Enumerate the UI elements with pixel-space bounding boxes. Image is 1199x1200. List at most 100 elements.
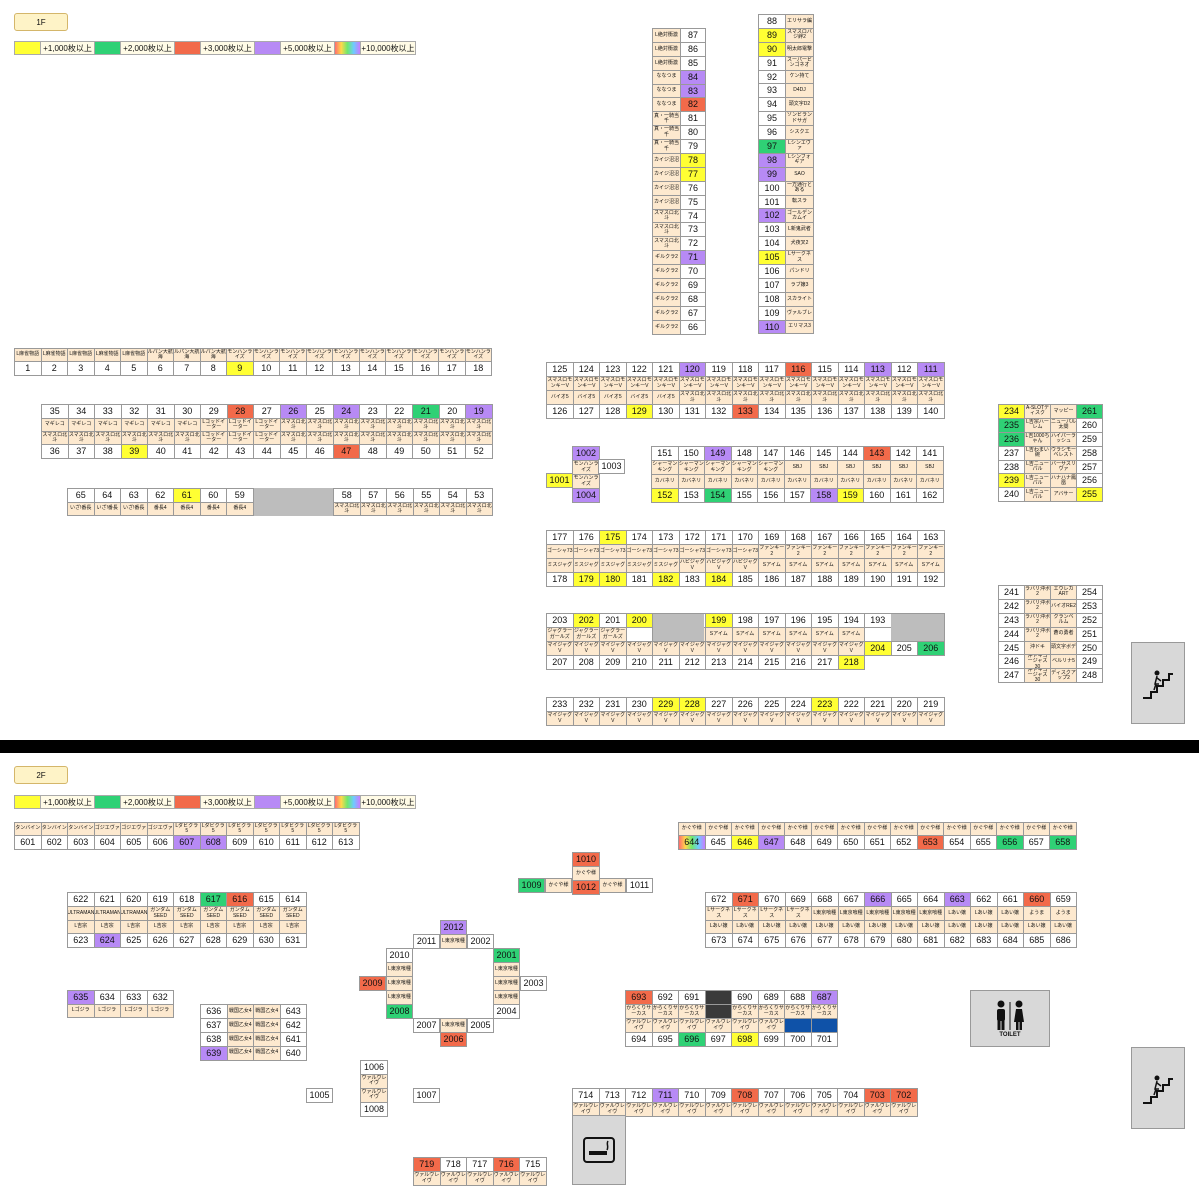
legend-label-3000: +3,000枚以上 [201, 796, 255, 808]
machine-cell: 91 [759, 56, 786, 71]
machine-cell: 67 [681, 306, 706, 321]
machine-cell: 244 [999, 627, 1025, 642]
machine-cell: 77 [681, 167, 706, 182]
machine-cell: かぐや様 [679, 823, 706, 836]
machine-cell: L麻雀物語 [94, 349, 121, 362]
machine-cell: 656 [997, 836, 1024, 850]
machine-cell: 82 [681, 98, 706, 113]
machine-cell: 28 [227, 405, 254, 419]
machine-cell: マイジャグV [706, 642, 733, 656]
machine-cell: SBJ [864, 461, 891, 475]
machine-cell [785, 1019, 812, 1033]
machine-cell: スマスロモンキーV [732, 377, 759, 391]
machine-cell: 133 [732, 405, 759, 419]
machine-cell: L吉宗 [68, 921, 95, 934]
machine-cell: Lダビクラ5 [174, 823, 201, 836]
machine-cell: スマスロモンキーV [812, 377, 839, 391]
machine-cell [626, 628, 653, 642]
machine-cell: 246 [999, 655, 1025, 670]
machine-cell: 167 [812, 531, 839, 545]
machine-cell: L麻雀物語 [41, 349, 68, 362]
machine-cell: ヴァルヴレイヴ [811, 1103, 838, 1117]
machine-cell: SBJ [784, 461, 811, 475]
machine-cell: 690 [732, 991, 759, 1005]
machine-cell: 612 [306, 836, 333, 850]
machine-cell: L吉宗 [174, 921, 201, 934]
machine-cell: ミスジャグ [547, 559, 574, 573]
machine-cell: 634 [94, 991, 121, 1005]
machine-cell: 174 [626, 531, 653, 545]
machine-cell: スマスロ北斗 [413, 432, 440, 445]
machine-cell: マイジャグV [547, 642, 574, 656]
machine-cell: シャーマンキング [758, 461, 785, 475]
machine-cell: モンハンライズ [573, 475, 600, 489]
machine-cell: からくりサーカス [679, 1005, 706, 1019]
machine-cell: 620 [121, 893, 148, 907]
machine-cell: 661 [997, 893, 1024, 907]
machine-cell: 205 [891, 642, 918, 656]
machine-cell: 635 [68, 991, 95, 1005]
machine-cell: スマスロ北斗 [386, 419, 413, 432]
machine-cell: 75 [681, 195, 706, 210]
machine-cell: スマスロ北斗 [440, 503, 467, 516]
machine-cell: バイオ5 [626, 391, 653, 405]
machine-cell: L吉宗 [253, 921, 280, 934]
machine-cell: 673 [706, 934, 733, 948]
machine-cell: スマスロ北斗 [759, 391, 786, 405]
machine-cell: 64 [94, 489, 121, 503]
machine-cell: 43 [227, 445, 254, 459]
machine-cell: マイジャグV [785, 712, 812, 726]
smoking-area [572, 1115, 626, 1185]
machine-cell: 58 [334, 489, 361, 503]
machine-cell: マイジャグV [812, 642, 839, 656]
machine-cell: 646 [732, 836, 759, 850]
machine-cell: バイオ5 [547, 391, 574, 405]
machine-cell: 708 [732, 1089, 759, 1103]
machine-cell: 250 [1077, 641, 1103, 656]
machine-cell: L麻雀物語 [15, 349, 42, 362]
machine-cell: ヴァルヴレイヴ [679, 1019, 706, 1033]
machine-cell: かぐや様 [732, 823, 759, 836]
machine-cell: 137 [838, 405, 865, 419]
machine-cell: 220 [891, 698, 918, 712]
machine-cell: 703 [864, 1089, 891, 1103]
machine-cell: 714 [573, 1089, 600, 1103]
machine-cell: 1006 [361, 1061, 388, 1075]
machine-cell: かぐや様 [891, 823, 918, 836]
machine-cell: Lダビクラ5 [333, 823, 360, 836]
machine-cell: L吉1000ちゃん [1025, 432, 1051, 447]
legend-label-2000: +2,000枚以上 [121, 796, 175, 808]
machine-cell: Lゴッドイーター [254, 432, 281, 445]
machine-cell: Lあい嬢 [918, 921, 945, 934]
machine-cell: 178 [547, 573, 574, 587]
machine-cell: 沖ドキゴージャス30 [1025, 655, 1051, 670]
machine-cell: Lあい嬢 [732, 921, 759, 934]
machine-cell: 45 [280, 445, 307, 459]
machine-cell: 226 [732, 698, 759, 712]
machine-cell: 240 [999, 488, 1025, 503]
machine-cell: マイジャグV [653, 712, 680, 726]
machine-cell: L東京喰種 [493, 962, 520, 977]
machine-cell: L東京喰種 [493, 990, 520, 1005]
machine-cell [705, 991, 732, 1005]
machine-cell: カバネリ [784, 475, 811, 489]
machine-cell: スマスロ北斗 [280, 419, 307, 432]
machine-cell: 49 [386, 445, 413, 459]
machine-cell: 4 [94, 362, 121, 376]
machine-cell: 123 [600, 363, 627, 377]
machine-cell: 真・一騎当千 [653, 126, 681, 141]
machine-cell: 639 [201, 1046, 228, 1061]
machine-cell: 141 [917, 447, 944, 461]
machine-cell: 217 [812, 656, 839, 670]
machine-cell: 53 [466, 489, 493, 503]
machine-cell: 701 [811, 1033, 838, 1047]
machine-cell: スマスロ北斗 [360, 419, 387, 432]
machine-cell: ウラシモーベレスト [1051, 446, 1077, 461]
machine-cell: 200 [626, 614, 653, 628]
machine-cell: 3 [68, 362, 95, 376]
machine-cell: 640 [280, 1046, 307, 1061]
machine-cell: 148 [731, 447, 758, 461]
machine-cell: スマスロモンキーV [547, 377, 574, 391]
